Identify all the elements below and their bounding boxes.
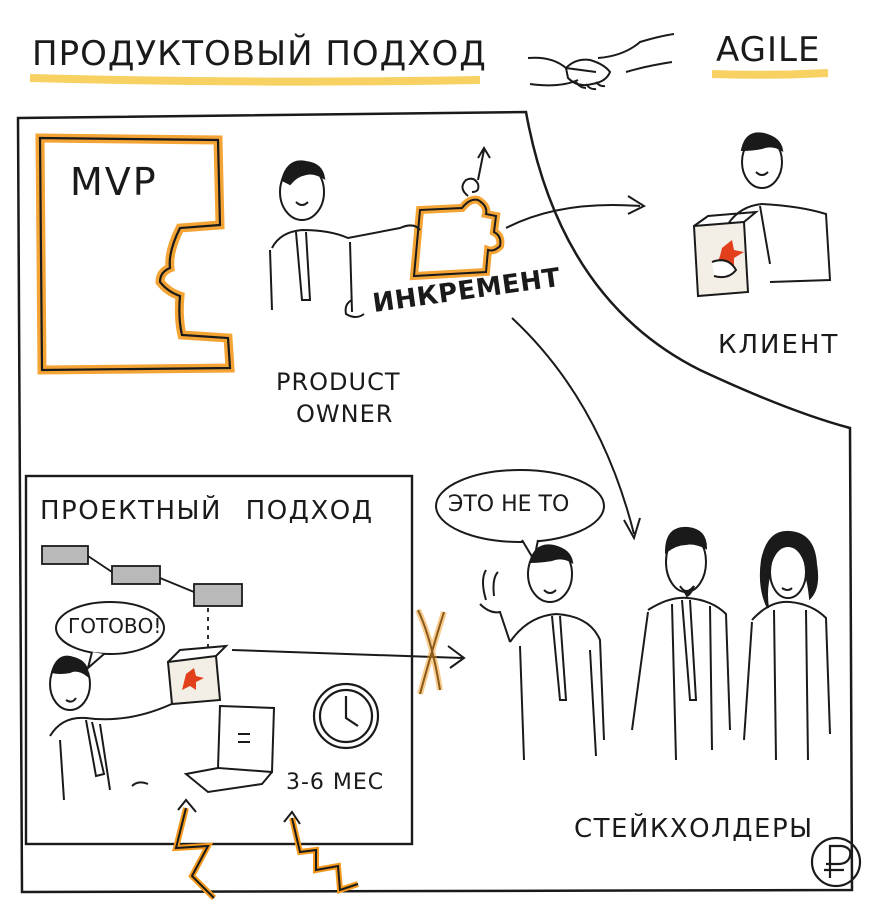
product-frame <box>16 110 854 894</box>
stakeholder-2-figure <box>631 526 731 761</box>
stakeholder-1-figure <box>479 544 605 761</box>
product-owner-figure <box>269 160 421 318</box>
client-label: КЛИЕНТ <box>718 330 840 360</box>
arrow-to-stakeholders <box>511 317 635 535</box>
mvp-label: MVP <box>70 160 158 204</box>
stakeholder-3-figure <box>743 530 831 761</box>
done-bubble <box>55 601 165 655</box>
ruble-icon <box>810 836 862 888</box>
project-approach-title: ПРОЕКТНЫЙ ПОДХОД <box>40 496 374 526</box>
project-worker-figure <box>49 655 177 801</box>
mvp-puzzle-piece <box>38 136 232 372</box>
title-underline <box>29 74 481 86</box>
agile-underline <box>711 69 829 79</box>
product-owner-label-2: OWNER <box>296 400 394 428</box>
not-that-bubble-text: ЭТО НЕ ТО <box>448 492 570 517</box>
stakeholders-label: СТЕЙКХОЛДЕРЫ <box>574 814 814 844</box>
product-owner-label-1: PRODUCT <box>276 368 401 396</box>
gantt-chart-icon <box>41 545 243 650</box>
increment-puzzle-piece <box>412 198 502 278</box>
not-that-bubble <box>435 469 605 543</box>
zigzag-pain-icon <box>172 798 359 901</box>
agile-label: AGILE <box>716 30 821 70</box>
clock-icon <box>312 682 380 750</box>
handshake-icon <box>527 33 675 91</box>
laptop-icon <box>183 704 276 794</box>
page-title: ПРОДУКТОВЫЙ ПОДХОД <box>32 34 487 74</box>
growth-arrow-icon <box>461 146 491 197</box>
duration-label: 3-6 МЕС <box>286 770 385 795</box>
gift-box-icon <box>692 210 760 298</box>
blocked-arrow <box>231 649 463 659</box>
arrow-to-client <box>505 203 641 229</box>
deliverable-box-icon <box>166 644 229 706</box>
project-approach-box <box>24 474 414 846</box>
done-bubble-text: ГОТОВО! <box>68 614 162 638</box>
